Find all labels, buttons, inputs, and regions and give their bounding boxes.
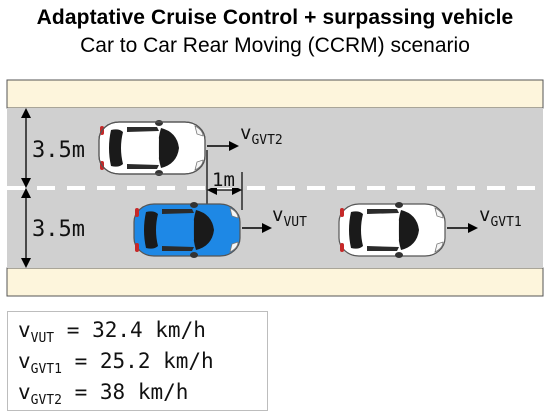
- bottom-shoulder: [6, 267, 544, 297]
- gvt2-velocity-label: vGVT2: [240, 122, 283, 148]
- gvt2-car: [98, 119, 206, 177]
- diagram-title: Adaptative Cruise Control + surpassing v…: [36, 6, 514, 29]
- road-diagram: 3.5m 3.5m vGVT2 1m vVUT vGVT1: [6, 79, 544, 297]
- bottom-lane-width-label: 3.5m: [32, 217, 85, 242]
- gvt1-car: [338, 201, 446, 259]
- road-surface: [7, 108, 543, 268]
- gvt2-car-overlay: [98, 121, 206, 175]
- gvt1-velocity-label: vGVT1: [479, 204, 522, 230]
- gap-label: 1m: [212, 169, 235, 191]
- top-shoulder: [6, 79, 544, 109]
- vut-velocity-label: vVUT: [272, 204, 307, 230]
- top-lane-width-label: 3.5m: [32, 138, 85, 163]
- vut-speed-equation: vVUT = 32.4 km/h: [18, 318, 206, 347]
- gvt1-speed-equation: vGVT1 = 25.2 km/h: [18, 349, 214, 378]
- velocity-legend-box: vVUT = 32.4 km/h vGVT1 = 25.2 km/h vGVT2…: [7, 311, 268, 411]
- vut-car: [133, 201, 241, 259]
- gvt2-speed-equation: vGVT2 = 38 km/h: [18, 380, 189, 409]
- diagram-subtitle: Car to Car Rear Moving (CCRM) scenario: [80, 34, 470, 57]
